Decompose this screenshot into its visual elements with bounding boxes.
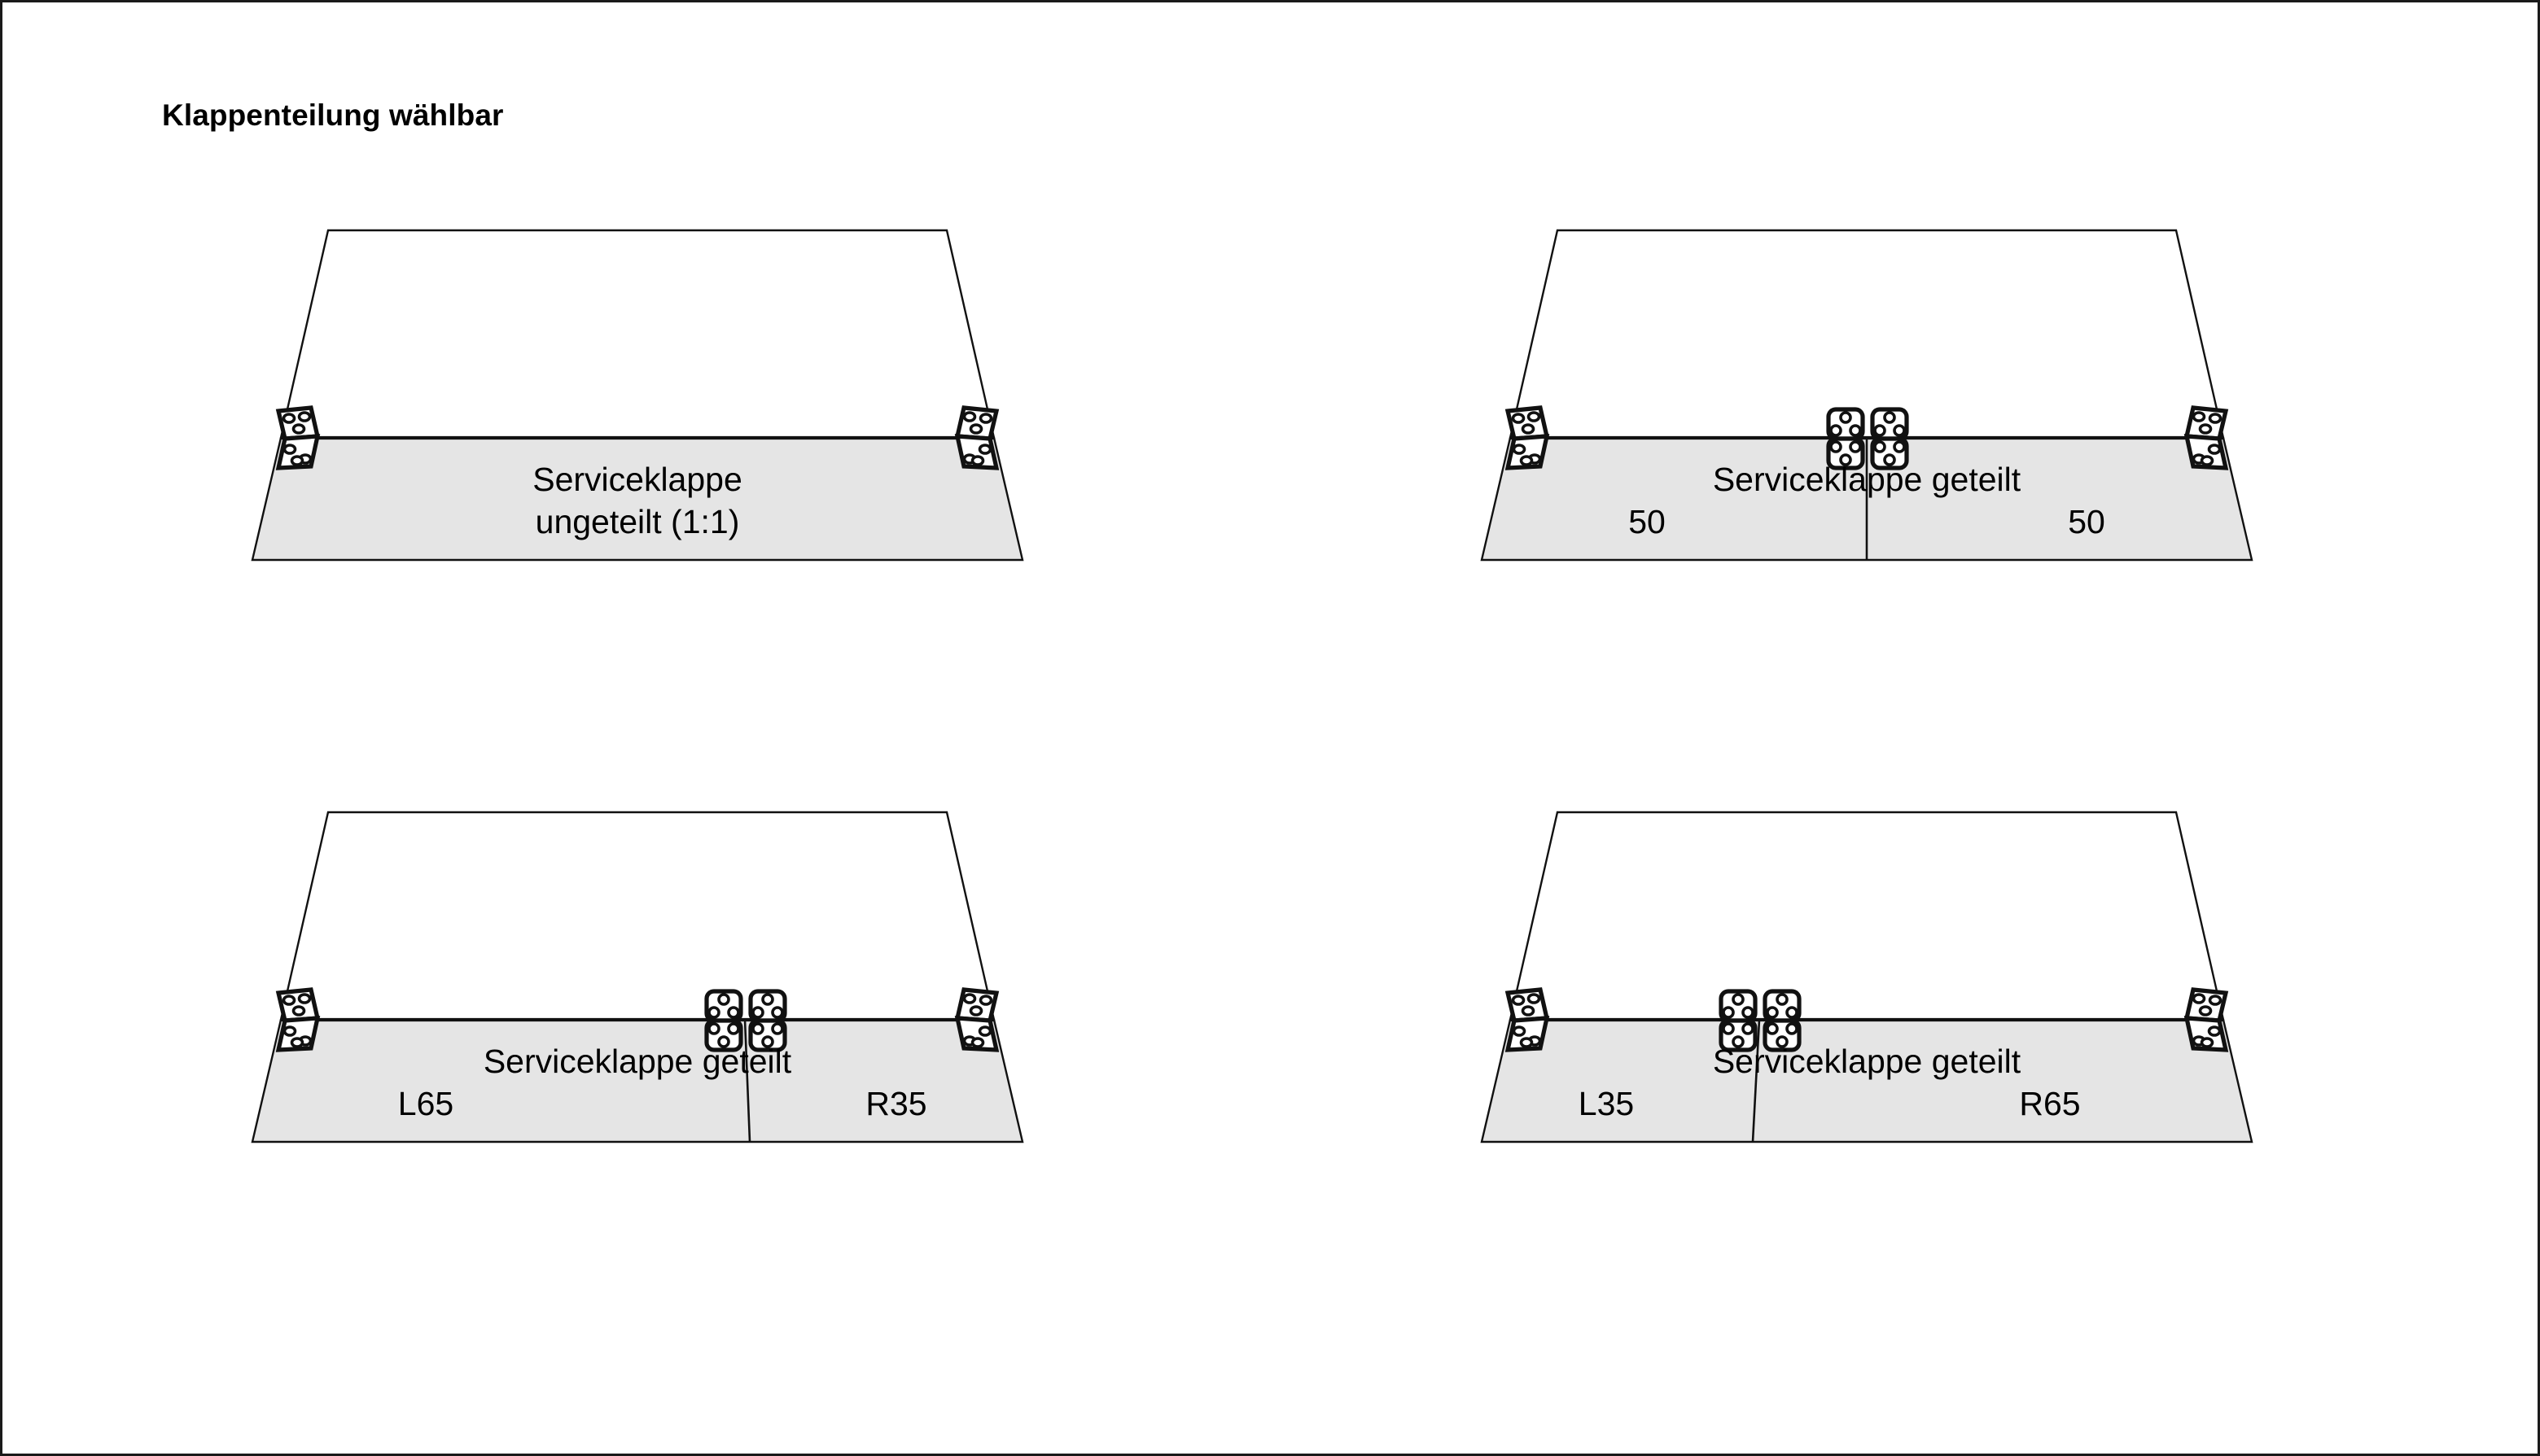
flap-divider-line xyxy=(743,1019,751,1143)
cabinet-upper-body xyxy=(1509,811,2225,1021)
cabinet-upper-body xyxy=(279,811,996,1021)
segment-label-left: L35 xyxy=(1579,1085,1634,1122)
hinge-icon xyxy=(1504,405,1550,470)
diagram-split-l35-r65: Serviceklappe geteilt L35 R65 xyxy=(1305,804,2485,1309)
cabinet-upper-body xyxy=(279,229,996,439)
page-title: Klappenteilung wählbar xyxy=(162,98,504,132)
segment-label-right: R65 xyxy=(2019,1085,2080,1122)
flap-caption-line1: Serviceklappe xyxy=(532,461,742,498)
hinge-icon xyxy=(704,989,743,1052)
flap-caption-line1: Serviceklappe geteilt xyxy=(484,1043,792,1080)
segment-label-right: 50 xyxy=(2068,503,2105,540)
segment-label-right: R35 xyxy=(865,1085,926,1122)
flap-caption-line1: Serviceklappe geteilt xyxy=(1713,461,2021,498)
service-flap-area xyxy=(251,1018,1024,1143)
hinge-icon xyxy=(275,405,321,470)
service-flap-area xyxy=(1480,1018,2253,1143)
hinge-icon xyxy=(954,987,1000,1052)
hinge-icon xyxy=(748,989,787,1052)
cabinet-upper-body xyxy=(1509,229,2225,439)
diagram-split-50-50: Serviceklappe geteilt 50 50 xyxy=(1305,222,2485,727)
hinge-icon xyxy=(1870,407,1909,470)
diagram-undivided: Serviceklappe ungeteilt (1:1) xyxy=(76,222,1256,727)
hinge-icon xyxy=(1719,989,1758,1052)
flap-caption-line2: ungeteilt (1:1) xyxy=(536,503,740,540)
hinge-icon xyxy=(954,405,1000,470)
diagram-split-l65-r35: Serviceklappe geteilt L65 R35 xyxy=(76,804,1256,1309)
hinge-icon xyxy=(1504,987,1550,1052)
hinge-icon xyxy=(2183,405,2229,470)
hinge-icon xyxy=(1763,989,1802,1052)
segment-label-left: L65 xyxy=(398,1085,453,1122)
segment-label-left: 50 xyxy=(1628,503,1666,540)
hinge-icon xyxy=(1826,407,1865,470)
hinge-icon xyxy=(2183,987,2229,1052)
flap-divider-line xyxy=(1751,1019,1761,1143)
service-flap-area xyxy=(251,436,1024,562)
hinge-icon xyxy=(275,987,321,1052)
flap-caption-line1: Serviceklappe geteilt xyxy=(1713,1043,2021,1080)
